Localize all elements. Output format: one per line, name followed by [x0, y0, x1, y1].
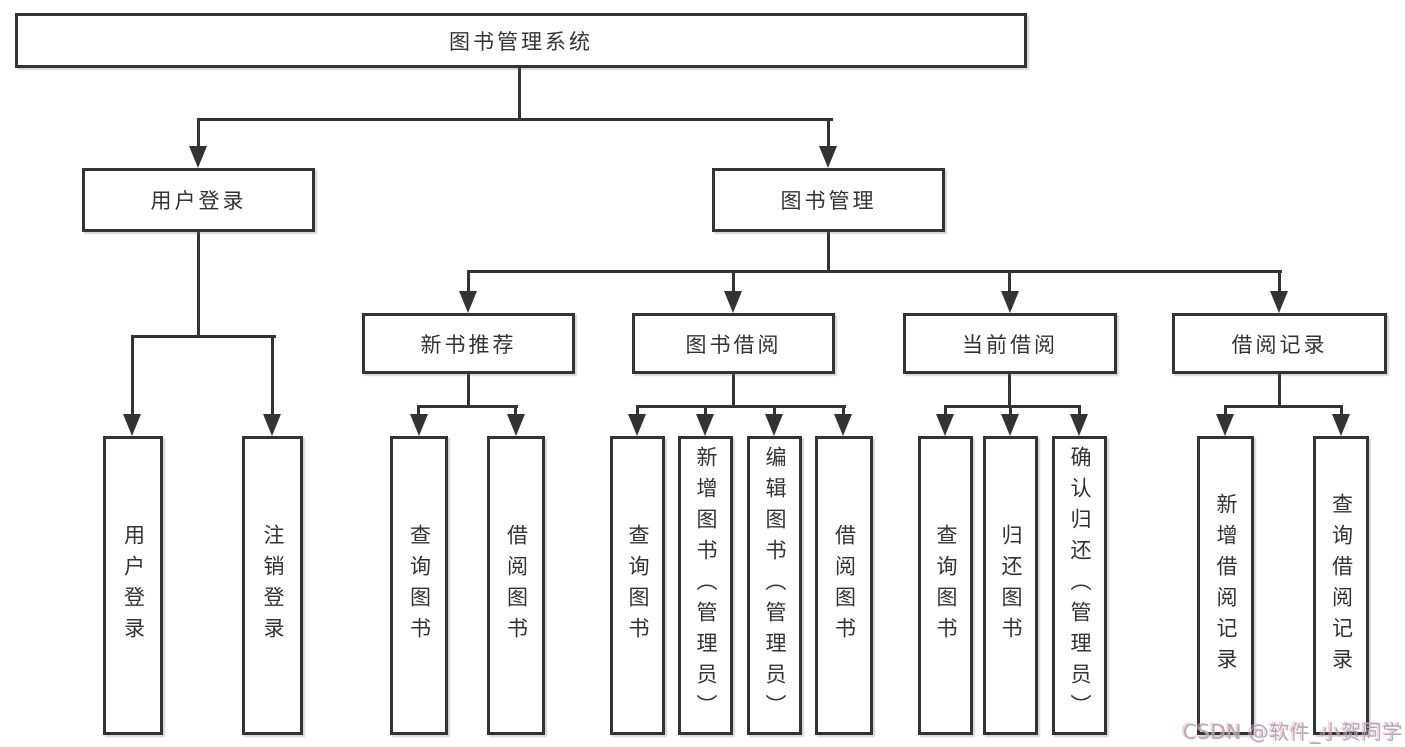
node-rec-query: 查询图书 — [390, 436, 448, 735]
connector-line — [271, 335, 274, 421]
connector-line — [1224, 405, 1227, 421]
node-label: 借阅图书 — [504, 523, 529, 648]
arrowhead-down-icon — [189, 146, 207, 168]
connector-line — [636, 405, 846, 408]
connector-line — [732, 374, 735, 407]
arrowhead-down-icon — [123, 414, 141, 436]
connector-line — [1008, 270, 1011, 298]
arrowhead-down-icon — [724, 291, 742, 313]
node-bb-add: 新增图书（管理员） — [678, 436, 733, 735]
connector-line — [1278, 374, 1281, 407]
node-cb-query: 查询图书 — [918, 436, 973, 735]
connector-line — [417, 405, 518, 408]
node-label: 新书推荐 — [420, 332, 517, 357]
node-new-book-rec: 新书推荐 — [362, 313, 575, 374]
node-label: 新增借阅记录 — [1214, 492, 1238, 679]
node-book-borrow: 图书借阅 — [632, 313, 835, 374]
arrowhead-down-icon — [1332, 414, 1350, 436]
node-current-borrow: 当前借阅 — [903, 313, 1117, 374]
node-cb-confirm: 确认归还（管理员） — [1052, 436, 1107, 735]
node-borrow-record: 借阅记录 — [1172, 313, 1387, 374]
node-root: 图书管理系统 — [15, 13, 1027, 68]
connector-line — [944, 405, 947, 421]
connector-line — [1340, 405, 1343, 421]
node-label: 确认归还（管理员） — [1068, 446, 1092, 725]
connector-line — [467, 270, 1282, 273]
arrowhead-down-icon — [459, 291, 477, 313]
connector-line — [514, 405, 517, 421]
connector-line — [417, 405, 420, 421]
arrowhead-down-icon — [1216, 414, 1234, 436]
node-login: 用户登录 — [103, 436, 163, 735]
node-label: 编辑图书（管理员） — [763, 446, 787, 725]
node-label: 图书管理系统 — [449, 29, 593, 54]
connector-line — [842, 405, 845, 421]
connector-line — [1224, 405, 1343, 408]
connector-line — [518, 68, 521, 120]
node-rec-borrow: 借阅图书 — [487, 436, 545, 735]
connector-line — [467, 374, 470, 407]
node-label: 图书借阅 — [685, 332, 782, 357]
connector-line — [827, 232, 830, 272]
node-logout: 注销登录 — [242, 436, 303, 735]
connector-line — [131, 335, 134, 421]
arrowhead-down-icon — [263, 414, 281, 436]
connector-line — [944, 405, 1081, 408]
csdn-watermark: CSDN @软件_小贺同学 — [1183, 720, 1403, 744]
connector-line — [1078, 405, 1081, 421]
connector-line — [827, 118, 830, 152]
node-bb-query: 查询图书 — [610, 436, 665, 735]
arrowhead-down-icon — [410, 414, 428, 436]
node-label: 当前借阅 — [962, 332, 1058, 357]
node-book-mgmt: 图书管理 — [712, 168, 945, 232]
connector-line — [704, 405, 707, 421]
node-label: 借阅记录 — [1231, 332, 1328, 357]
node-br-query: 查询借阅记录 — [1313, 436, 1369, 735]
arrowhead-down-icon — [819, 146, 837, 168]
node-label: 查询图书 — [407, 523, 432, 648]
node-user-login: 用户登录 — [82, 168, 315, 232]
arrowhead-down-icon — [765, 414, 783, 436]
arrowhead-down-icon — [1001, 414, 1019, 436]
connector-line — [1009, 405, 1012, 421]
node-label: 查询借阅记录 — [1329, 492, 1354, 679]
arrowhead-down-icon — [1270, 291, 1288, 313]
connector-line — [197, 232, 200, 337]
arrowhead-down-icon — [1070, 414, 1088, 436]
node-label: 用户登录 — [121, 523, 146, 648]
node-label: 查询图书 — [626, 523, 650, 648]
connector-line — [197, 118, 200, 152]
node-label: 新增图书（管理员） — [694, 446, 718, 725]
arrowhead-down-icon — [507, 414, 525, 436]
node-label: 查询图书 — [934, 523, 958, 648]
connector-line — [636, 405, 639, 421]
node-cb-return: 归还图书 — [983, 436, 1038, 735]
connector-line — [467, 270, 470, 298]
node-label: 图书管理 — [780, 189, 877, 213]
arrowhead-down-icon — [834, 414, 852, 436]
arrowhead-down-icon — [1001, 291, 1019, 313]
connector-line — [773, 405, 776, 421]
connector-line — [732, 270, 735, 298]
connector-line — [1008, 374, 1011, 407]
node-label: 归还图书 — [999, 523, 1023, 648]
arrowhead-down-icon — [696, 414, 714, 436]
node-label: 注销登录 — [261, 523, 285, 648]
connector-line — [1278, 270, 1281, 298]
node-label: 用户登录 — [150, 189, 247, 213]
connector-line — [131, 335, 276, 338]
node-bb-borrow: 借阅图书 — [815, 436, 873, 735]
connector-line — [197, 118, 833, 121]
node-bb-edit: 编辑图书（管理员） — [747, 436, 802, 735]
node-br-add: 新增借阅记录 — [1197, 436, 1254, 735]
node-label: 借阅图书 — [832, 523, 857, 648]
arrowhead-down-icon — [936, 414, 954, 436]
arrowhead-down-icon — [628, 414, 646, 436]
